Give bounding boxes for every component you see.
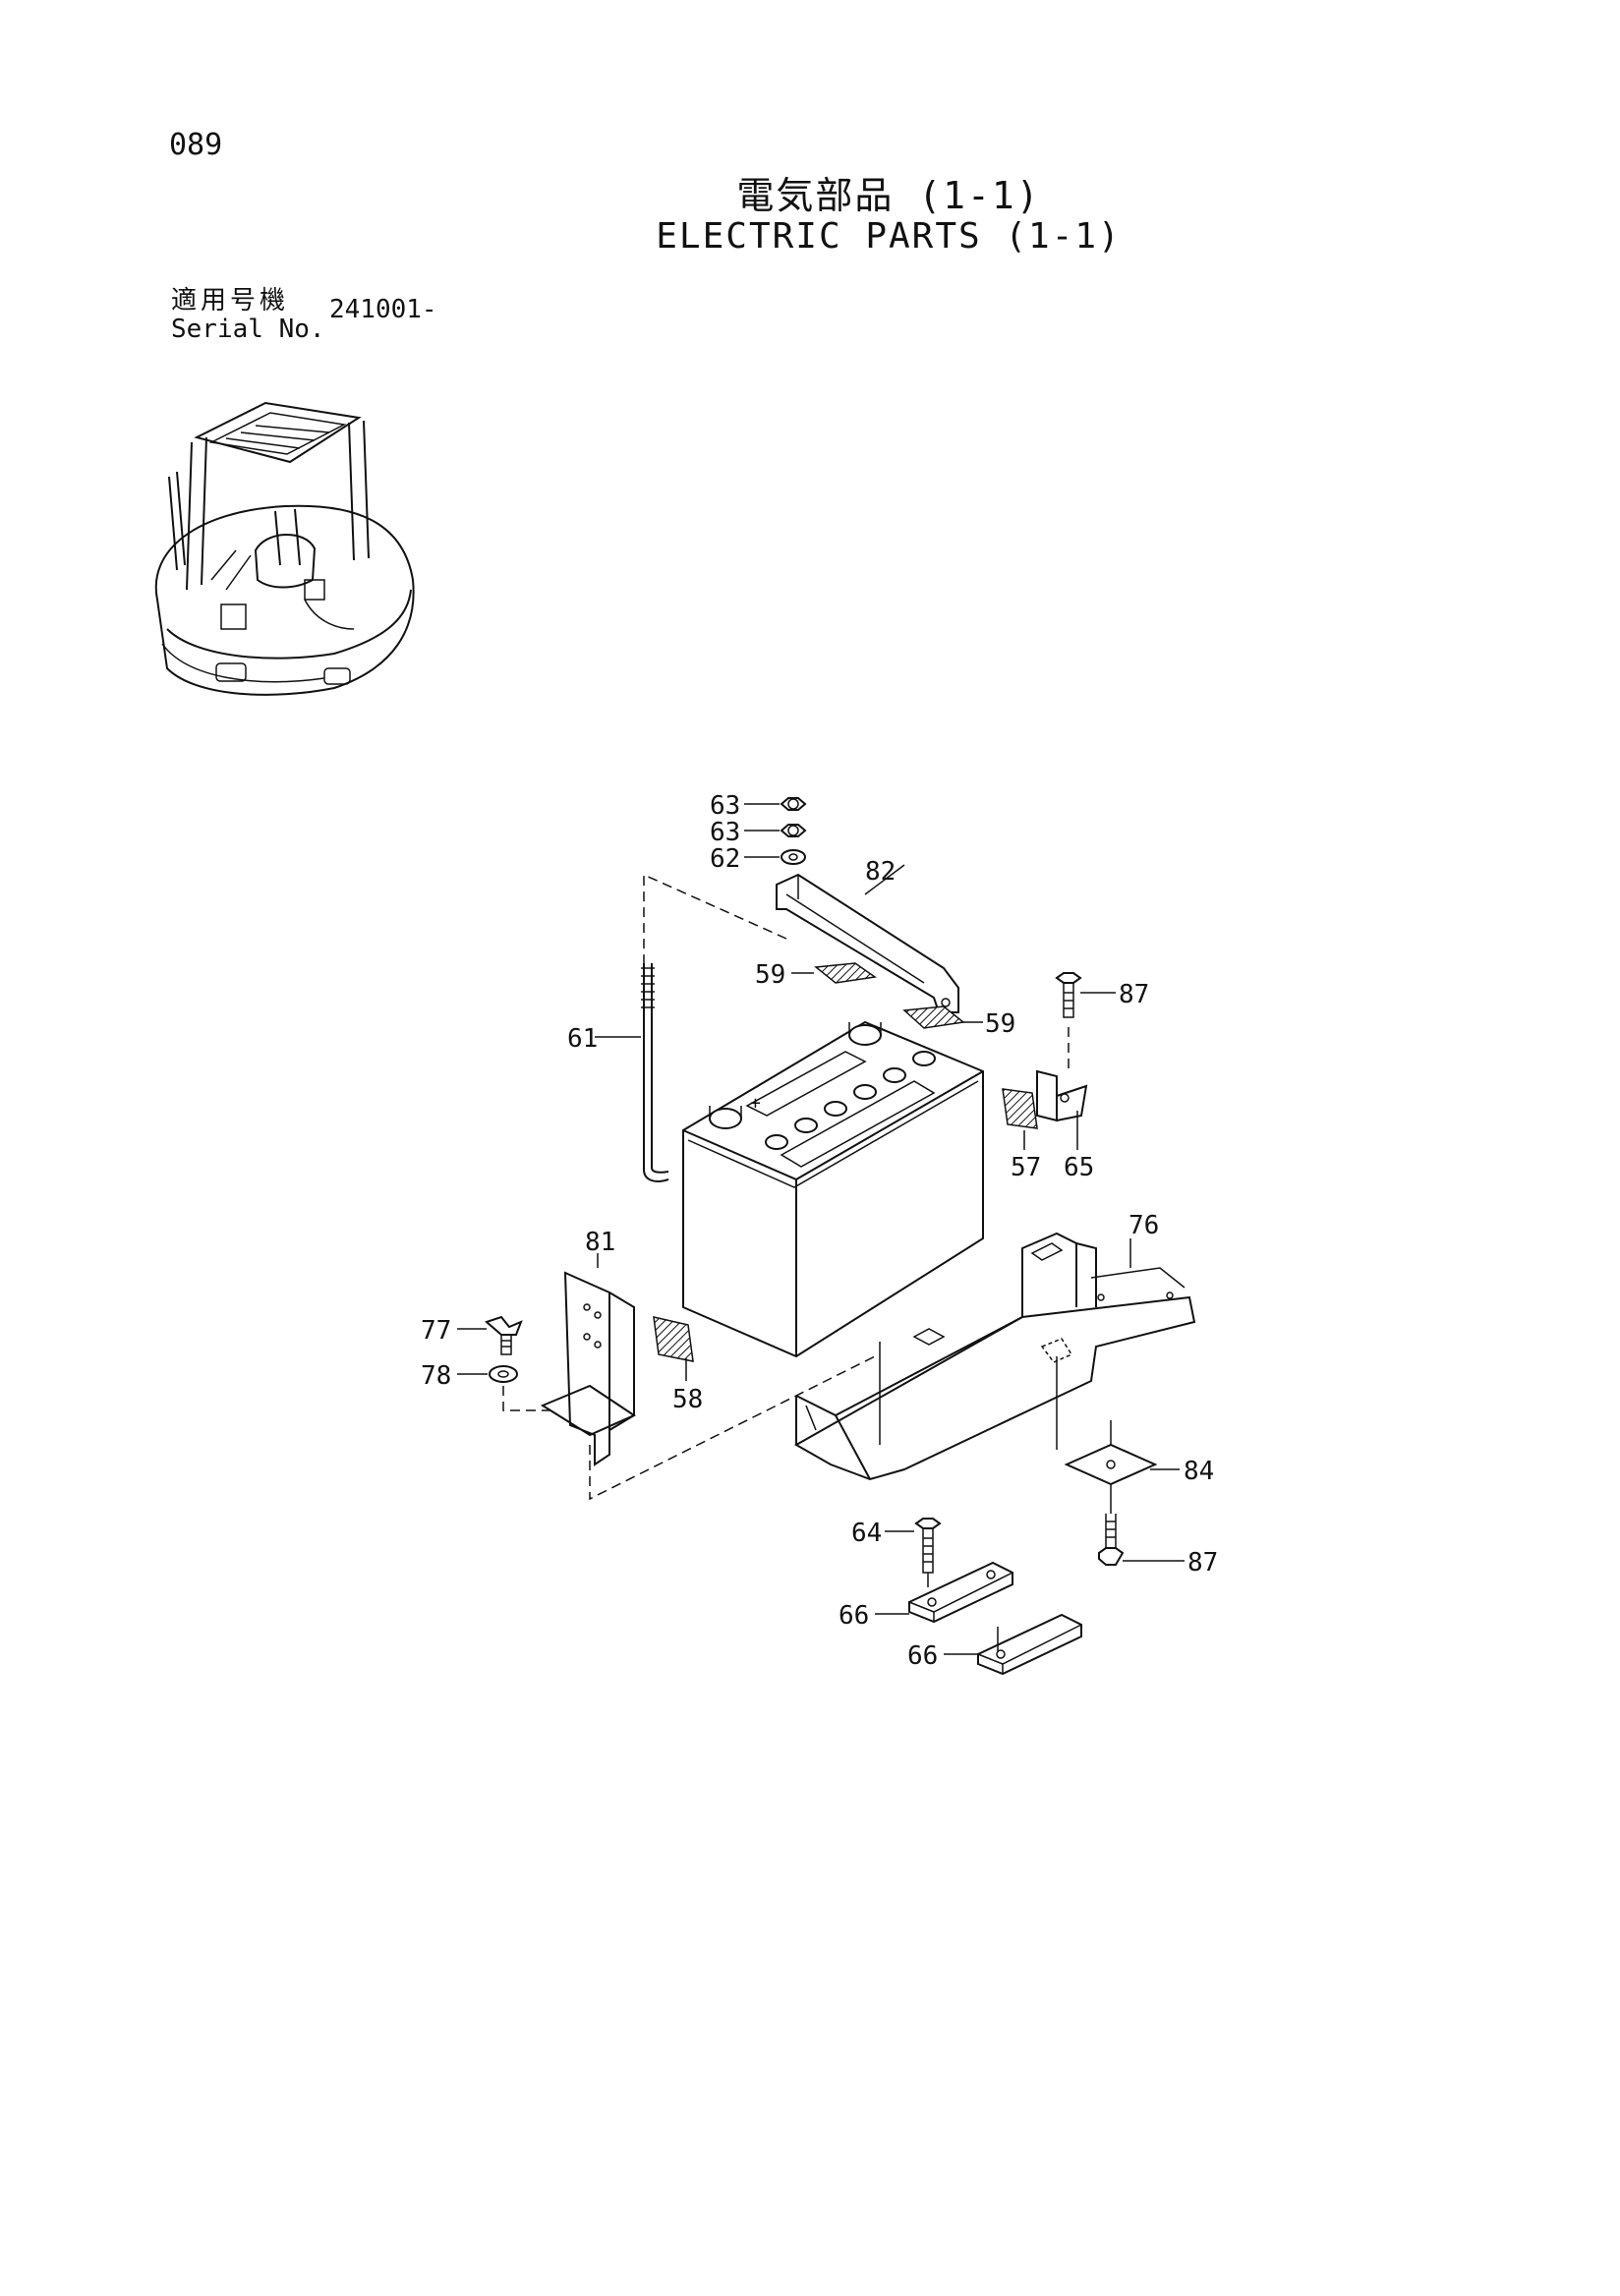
battery-clamp-part-82 — [776, 873, 959, 1013]
callout-65: 65 — [1064, 1153, 1094, 1182]
washer-part-78 — [489, 1365, 518, 1383]
callout-66-lower: 66 — [907, 1641, 938, 1671]
callout-63-upper: 63 — [710, 791, 740, 821]
title-japanese: 電気部品 (1-1) — [736, 174, 1041, 217]
callout-87-lower: 87 — [1187, 1548, 1218, 1578]
battery-tray-part-76 — [793, 1232, 1196, 1481]
wing-bolt-part-77 — [485, 1315, 523, 1355]
callout-77: 77 — [421, 1316, 451, 1346]
callout-66-upper: 66 — [839, 1601, 869, 1631]
machine-body-sketch — [154, 401, 415, 696]
title-english: ELECTRIC PARTS (1-1) — [656, 216, 1122, 257]
washer-part-62 — [781, 849, 806, 865]
pad-part-59-right — [902, 1005, 965, 1029]
callout-76: 76 — [1128, 1211, 1159, 1240]
pad-part-58 — [653, 1316, 694, 1362]
flange-bolt-part-87-upper — [1055, 972, 1082, 1018]
plate-part-84 — [1064, 1443, 1158, 1486]
exploded-view-diagram: + — [421, 791, 1218, 1676]
callout-63-lower: 63 — [710, 818, 740, 847]
callout-59-right: 59 — [985, 1009, 1015, 1039]
callout-62: 62 — [710, 844, 740, 874]
callout-87-upper: 87 — [1119, 980, 1149, 1009]
serial-label-japanese: 適用号機 — [171, 286, 290, 316]
pad-part-59-left — [814, 962, 877, 984]
bracket-part-65 — [1036, 1069, 1088, 1122]
svg-text:+: + — [750, 1093, 761, 1114]
serial-label-english: Serial No. — [171, 315, 325, 344]
callout-81: 81 — [585, 1228, 615, 1257]
page-number: 089 — [169, 128, 223, 162]
flange-bolt-part-87-lower — [1098, 1514, 1125, 1566]
callout-64: 64 — [851, 1519, 882, 1548]
nut-part-63-lower — [780, 824, 807, 837]
pad-part-57 — [1002, 1088, 1038, 1129]
bracket-part-81 — [540, 1271, 637, 1466]
callout-61: 61 — [567, 1024, 598, 1054]
plate-part-66-upper — [908, 1561, 1013, 1624]
nut-part-63-upper — [780, 797, 807, 811]
hook-rod-part-61 — [641, 963, 669, 1182]
battery: + — [682, 1020, 984, 1358]
callout-82: 82 — [865, 857, 896, 887]
callout-57: 57 — [1011, 1153, 1041, 1182]
callout-59-left: 59 — [755, 960, 785, 990]
bolt-part-64 — [914, 1518, 942, 1574]
serial-number-value: 241001- — [329, 295, 437, 324]
plate-part-66-lower — [977, 1613, 1082, 1676]
callout-78: 78 — [421, 1361, 451, 1391]
callout-84: 84 — [1184, 1457, 1214, 1486]
callout-58: 58 — [672, 1385, 703, 1414]
